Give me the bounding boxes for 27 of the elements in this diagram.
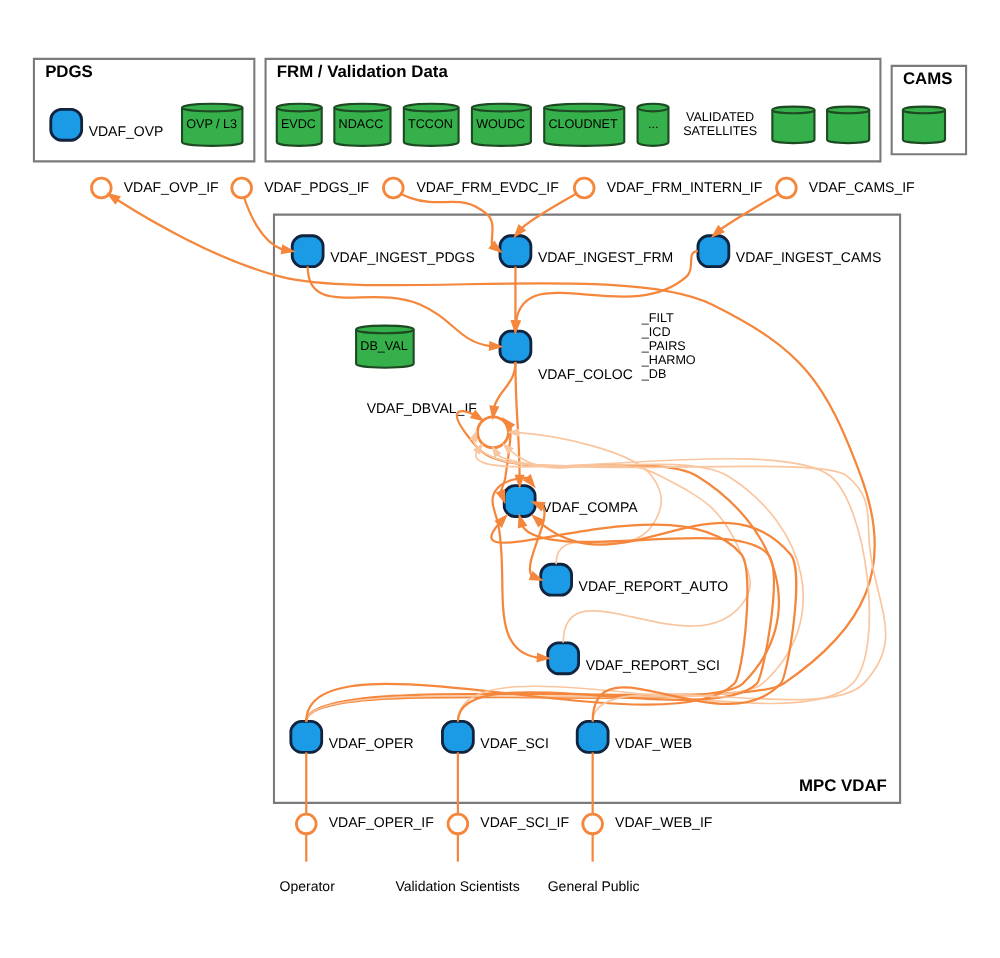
arrow bbox=[495, 416, 516, 504]
arrow bbox=[513, 192, 577, 238]
node-circle bbox=[476, 414, 510, 449]
arrow bbox=[531, 513, 798, 721]
cluster: CAMS bbox=[890, 63, 968, 155]
connector bbox=[305, 833, 308, 861]
arrow bbox=[400, 191, 503, 253]
node-circle bbox=[90, 175, 113, 199]
connector bbox=[591, 833, 594, 861]
node-circle bbox=[581, 811, 604, 835]
node-circle bbox=[382, 175, 405, 199]
node-circle bbox=[775, 175, 798, 199]
node-circle bbox=[573, 175, 596, 199]
node-circle bbox=[295, 811, 318, 835]
arrow bbox=[106, 191, 876, 722]
node-circle bbox=[230, 175, 253, 199]
node-circle bbox=[446, 811, 470, 835]
arrow bbox=[306, 265, 504, 350]
arrow bbox=[710, 192, 779, 237]
arrow bbox=[243, 196, 296, 254]
connector bbox=[591, 751, 594, 813]
arrow bbox=[456, 512, 775, 721]
connector bbox=[456, 751, 459, 813]
connector bbox=[305, 751, 308, 813]
arrow bbox=[528, 500, 546, 580]
arrow bbox=[305, 513, 749, 721]
connector bbox=[456, 833, 459, 861]
